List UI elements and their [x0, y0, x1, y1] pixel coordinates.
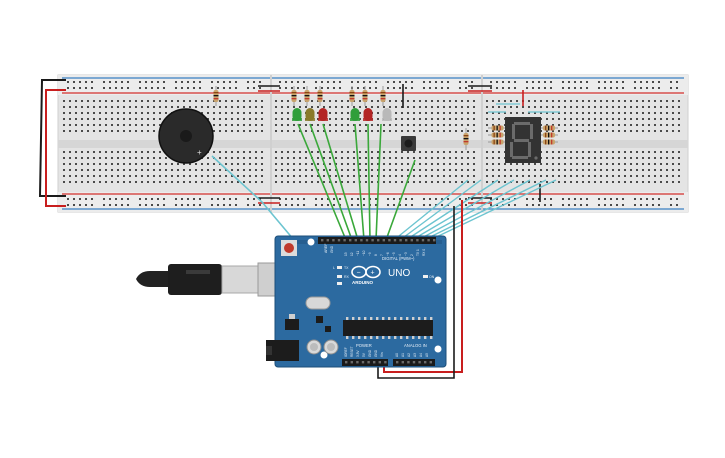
power-pin-label: RESET [350, 346, 354, 357]
digital-pin-label: 7 [380, 254, 384, 256]
digital-pin-label: ~11 [356, 251, 360, 256]
push-button[interactable] [401, 136, 416, 151]
board-leds: TX RX L ON [333, 266, 435, 285]
digital-pin-label: ~6 [386, 252, 390, 256]
svg-text:TX: TX [344, 266, 349, 270]
digital-pin-label: 8 [374, 254, 378, 256]
display-signal-wires [393, 103, 560, 241]
digital-pin-label: ~10 [362, 250, 366, 256]
power-jack [266, 340, 299, 361]
svg-text:L: L [333, 266, 335, 270]
power-pin-label: 5V [362, 352, 366, 357]
leds [292, 108, 392, 121]
bottom-power-rail [58, 192, 688, 212]
power-pin-label: Vin [380, 352, 384, 357]
center-channel [58, 140, 688, 148]
usb-cable [136, 262, 299, 297]
wire-black-left [38, 79, 66, 197]
power-pin-label: GND [374, 349, 378, 357]
svg-text:ON: ON [429, 275, 435, 279]
capacitors [306, 339, 339, 355]
led-red [318, 108, 328, 121]
digital-pin-label: 2 [410, 254, 414, 256]
led-green [350, 108, 360, 121]
aref-label: AREF [324, 244, 328, 253]
digital-pin-label: 4 [398, 254, 402, 256]
arduino-brand: ARDUINO [352, 280, 373, 285]
led-red [363, 108, 373, 121]
led-signal-wires [297, 123, 416, 241]
buzzer-plus-label: + [197, 148, 202, 157]
digital-header-label: DIGITAL (PWM~) [382, 256, 415, 261]
digital-pin-label: RX 0 [422, 249, 426, 256]
segments [510, 122, 538, 160]
svg-text:−: − [357, 270, 361, 277]
analog-pin-label: A0 [395, 353, 399, 357]
resistors [213, 86, 558, 150]
analog-in-label: ANALOG IN [404, 343, 427, 348]
svg-text:RX: RX [344, 275, 350, 279]
led-green [292, 108, 302, 121]
power-pin-label: IOREF [344, 347, 348, 357]
infinity-logo-icon: − + [351, 265, 381, 279]
analog-pin-label: A1 [401, 353, 405, 357]
analog-pin-label: A3 [413, 353, 417, 357]
analog-pin-label: A5 [425, 353, 429, 357]
analog-pin-label: A2 [407, 353, 411, 357]
led-white [382, 108, 392, 121]
digital-pin-label: TX 1 [416, 249, 420, 256]
digital-pin-label: 13 [344, 252, 348, 256]
voltage-regulator [285, 319, 299, 330]
arduino-model: UNO [388, 268, 410, 279]
seven-segment-display [505, 117, 541, 163]
breadboard-holes [63, 81, 680, 206]
power-label: POWER [356, 343, 372, 348]
piezo-buzzer[interactable]: + [158, 108, 214, 164]
power-header [342, 359, 388, 366]
digital-pin-label: ~9 [368, 252, 372, 256]
gnd-pin-label: GND [330, 245, 334, 253]
wire-red-left [45, 89, 66, 207]
analog-pin-label: A4 [419, 353, 423, 357]
svg-text:+: + [371, 270, 375, 277]
power-pin-label: GND [368, 349, 372, 357]
led-yellow [305, 108, 315, 121]
breadboard [57, 74, 689, 213]
digital-pin-label: ~3 [404, 252, 408, 256]
digital-pin-label: ~5 [392, 252, 396, 256]
digital-pin-label: 12 [350, 252, 354, 256]
microcontroller-chip [343, 317, 433, 339]
arduino-uno-board[interactable]: DIGITAL (PWM~) AREF − + UNO ARDUINO TX R… [266, 235, 447, 368]
power-pin-label: 3.3V [356, 350, 360, 357]
reset-button[interactable] [281, 240, 297, 256]
crystal-oscillator [305, 296, 331, 310]
